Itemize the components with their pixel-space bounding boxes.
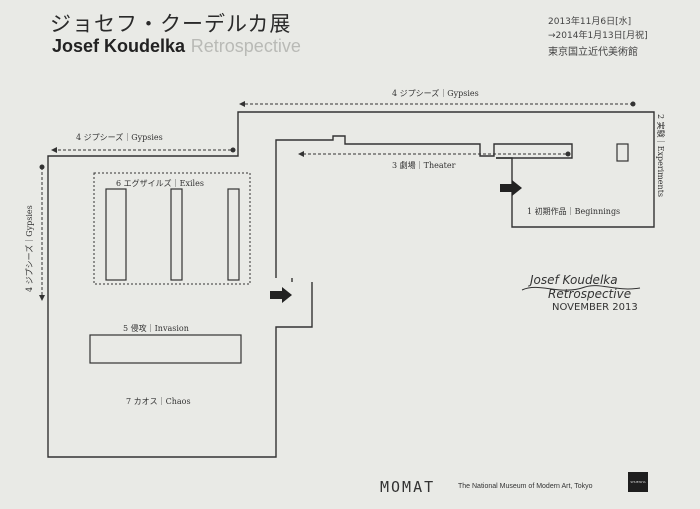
room-label-experiments: 2 実験｜Experiments bbox=[656, 114, 665, 198]
wall-middle bbox=[275, 139, 294, 278]
outer-wall bbox=[47, 174, 313, 458]
exiles-panel-2 bbox=[170, 188, 183, 281]
signature-line-3: NOVEMBER 2013 bbox=[552, 302, 638, 313]
room-label-chaos: 7 カオス｜Chaos bbox=[126, 397, 191, 406]
museum-name: The National Museum of Modern Art, Tokyo bbox=[458, 483, 593, 490]
signature-flourish bbox=[521, 285, 641, 291]
invasion-box bbox=[89, 334, 242, 364]
title-english-light: Retrospective bbox=[190, 36, 301, 56]
exiles-room bbox=[93, 172, 251, 285]
entrance-arrow-right bbox=[500, 180, 522, 196]
room-label-beginnings: 1 初期作品｜Beginnings bbox=[527, 207, 621, 216]
title-english: Josef Koudelka Retrospective bbox=[52, 36, 301, 57]
room-label-gypsies-left: 4 ジプシーズ｜Gypsies bbox=[25, 205, 34, 292]
exiles-panel-1 bbox=[105, 188, 127, 281]
date-start: 2013年11月6日[水] bbox=[548, 17, 632, 27]
route-start-dot-mid bbox=[230, 147, 236, 153]
room-label-invasion: 5 侵攻｜Invasion bbox=[123, 324, 189, 333]
momat-logo: MOMAT bbox=[380, 478, 436, 496]
room-label-gypsies-top: 4 ジプシーズ｜Gypsies bbox=[392, 89, 479, 98]
signature: Josef Koudelka Retrospective NOVEMBER 20… bbox=[530, 273, 638, 315]
room-label-gypsies-mid: 4 ジプシーズ｜Gypsies bbox=[76, 133, 163, 142]
entrance-arrow-left bbox=[270, 287, 292, 303]
exiles-panel-3 bbox=[227, 188, 240, 281]
publisher-badge: SHUEISHA bbox=[628, 472, 648, 492]
date-end: →2014年1月13日[月祝] bbox=[548, 31, 648, 41]
route-start-dot-theater bbox=[565, 151, 571, 157]
title-english-bold: Josef Koudelka bbox=[52, 36, 186, 56]
wall-top-inner bbox=[294, 135, 573, 159]
room-label-theater: 3 劇場｜Theater bbox=[392, 161, 456, 170]
signature-line-1: Josef Koudelka bbox=[530, 273, 618, 287]
experiments-box bbox=[616, 143, 629, 162]
venue-name: 東京国立近代美術館 bbox=[548, 47, 638, 58]
title-japanese: ジョセフ・クーデルカ展 bbox=[50, 12, 292, 36]
route-start-dot-left bbox=[39, 164, 45, 170]
signature-line-2: Retrospective bbox=[548, 287, 632, 301]
route-start-dot-top bbox=[630, 101, 636, 107]
room-label-exiles: 6 エグザイルズ｜Exiles bbox=[116, 179, 204, 188]
